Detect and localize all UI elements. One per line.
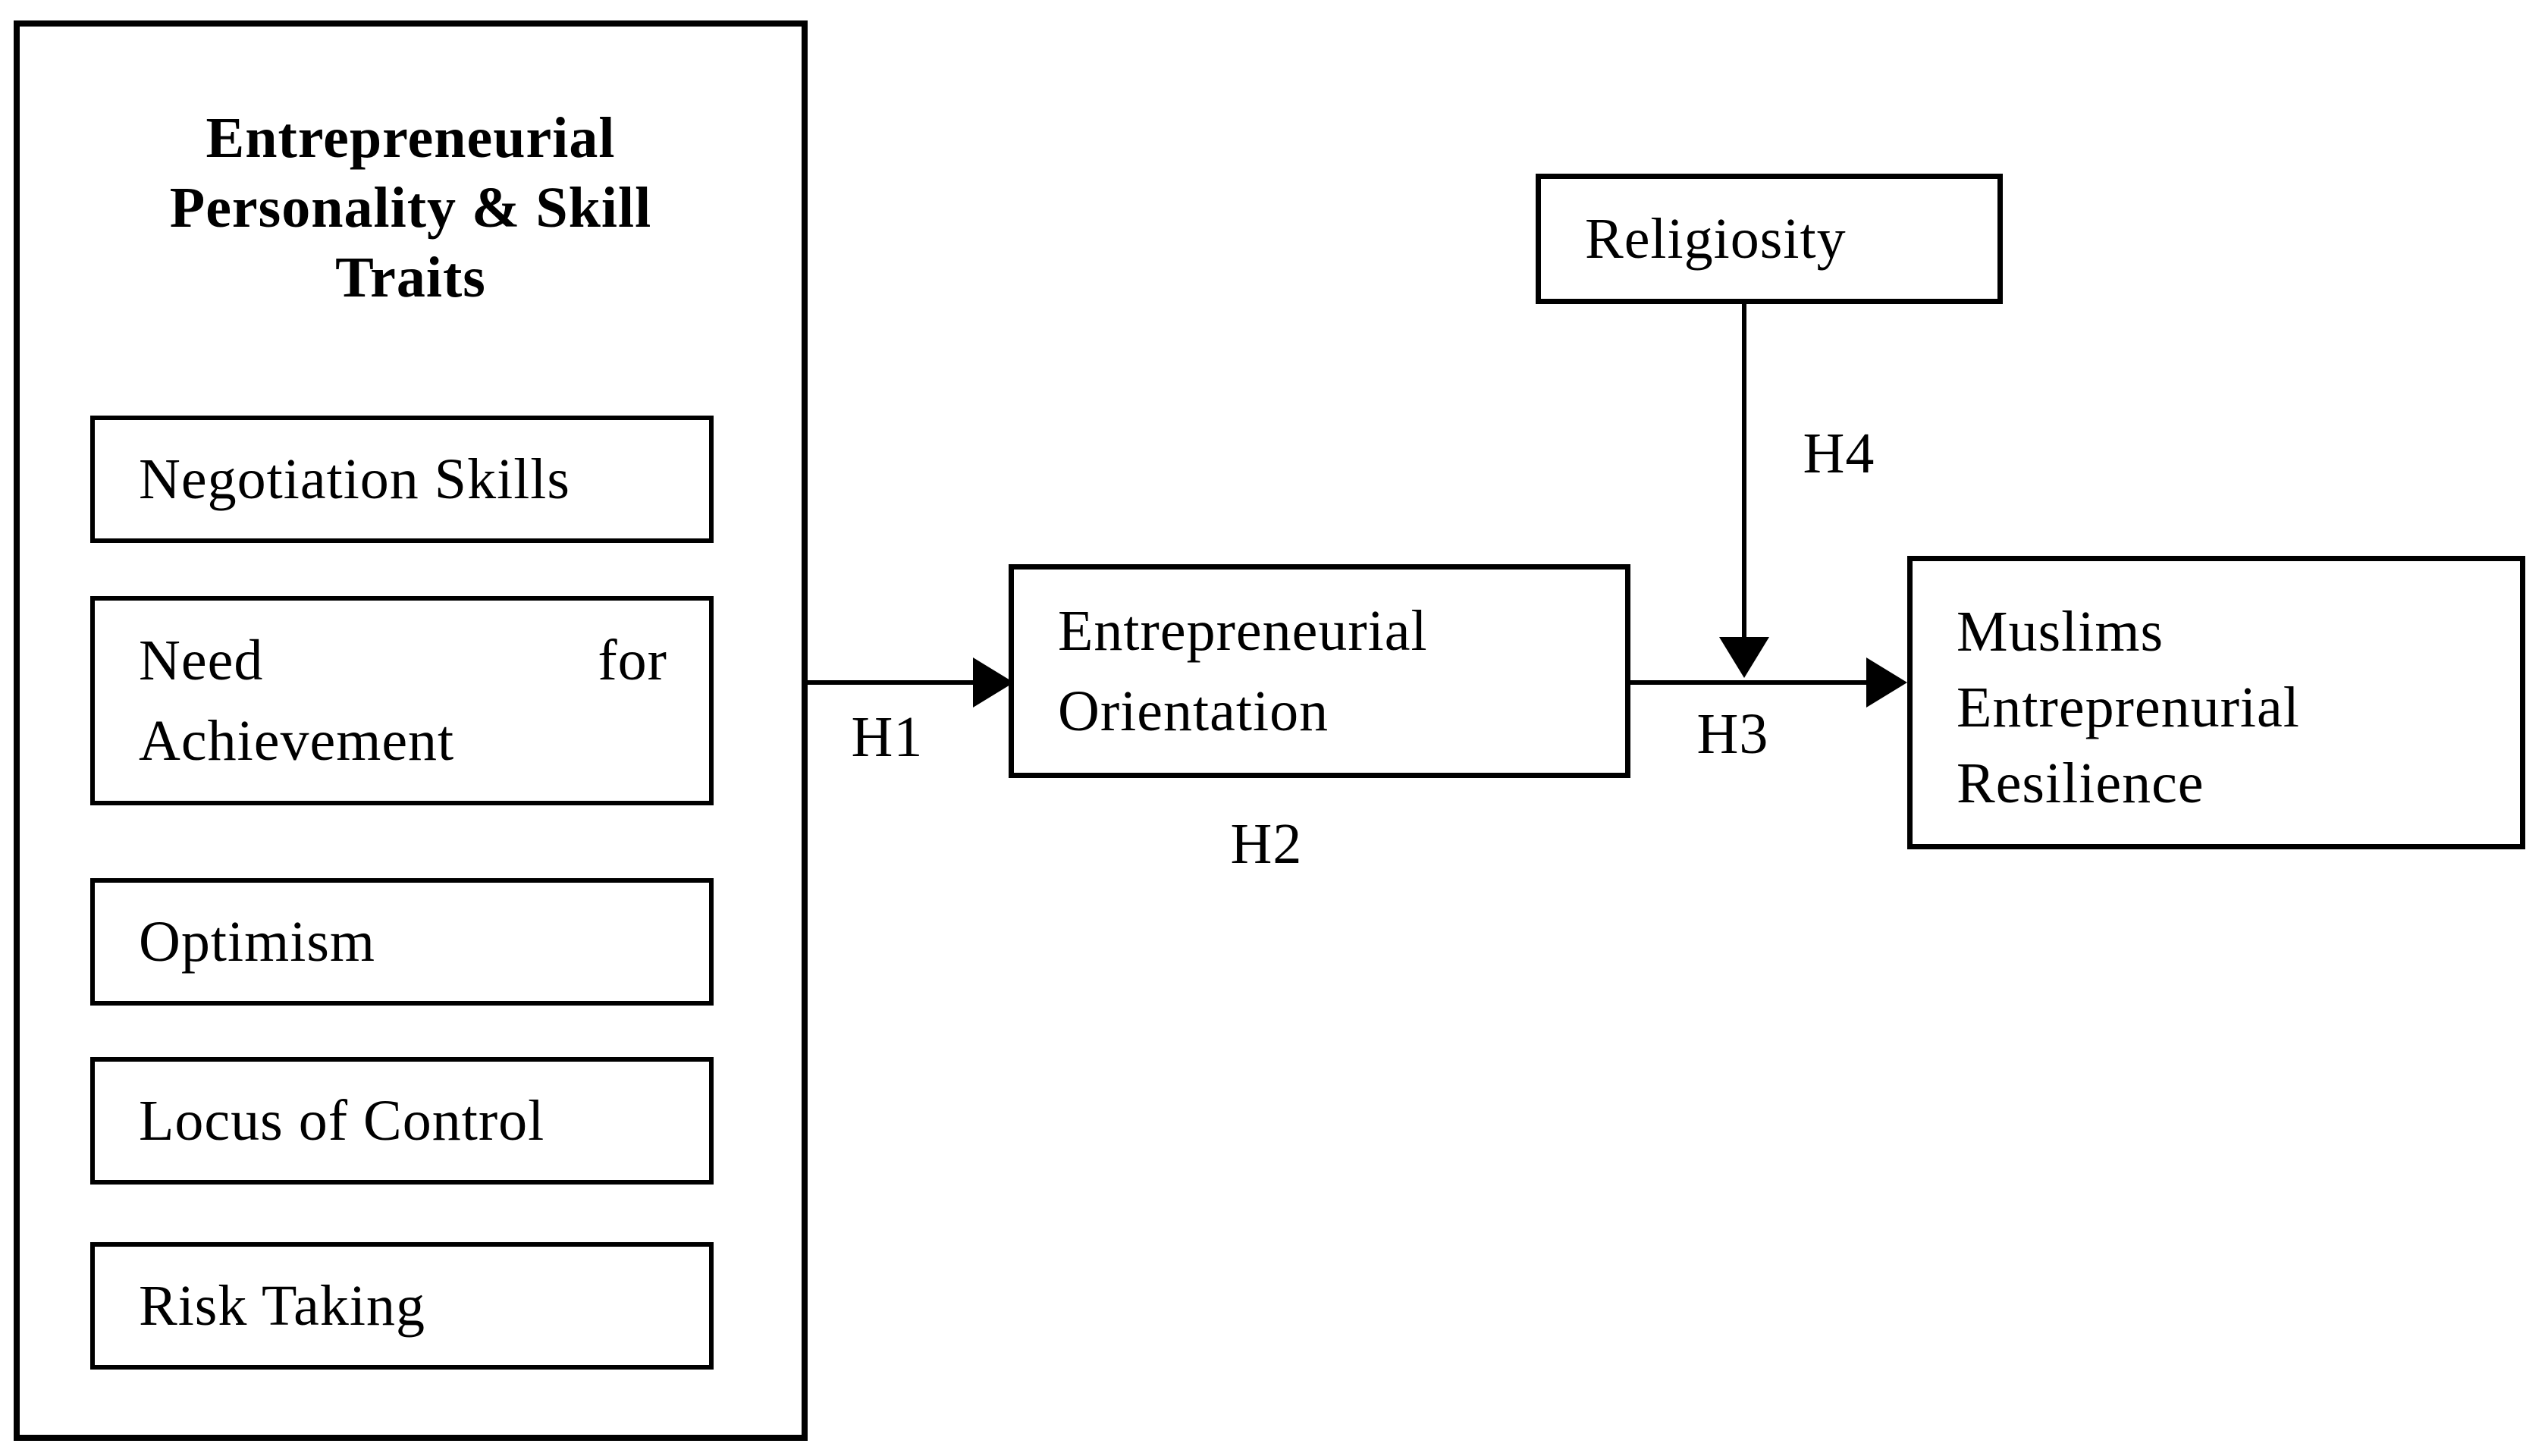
risk-taking-box: Risk Taking bbox=[90, 1242, 714, 1370]
locus-of-control-box: Locus of Control bbox=[90, 1057, 714, 1185]
locus-of-control-label: Locus of Control bbox=[139, 1089, 545, 1153]
muslims-resilience-line-3: Resilience bbox=[1957, 751, 2205, 815]
optimism-label: Optimism bbox=[139, 910, 376, 974]
need-word: Need bbox=[139, 629, 264, 692]
need-for-achievement-line-1: Need for bbox=[139, 620, 667, 701]
for-word: for bbox=[598, 629, 667, 692]
h3-arrowhead-icon bbox=[1866, 657, 1907, 708]
risk-taking-label: Risk Taking bbox=[139, 1274, 425, 1338]
h1-arrowhead-icon bbox=[973, 657, 1014, 708]
entrepreneurial-orientation-line-1: Entrepreneurial bbox=[1058, 599, 1428, 663]
h4-arrowhead-icon bbox=[1719, 637, 1769, 678]
muslims-resilience-line-2: Entreprenurial bbox=[1957, 675, 2300, 739]
traits-title-line-3: Traits bbox=[335, 246, 486, 309]
h1-arrow-line bbox=[808, 680, 976, 685]
h1-label: H1 bbox=[851, 705, 924, 769]
optimism-box: Optimism bbox=[90, 878, 714, 1006]
religiosity-box: Religiosity bbox=[1536, 174, 2003, 304]
traits-title-line-2: Personality & Skill bbox=[169, 176, 652, 240]
negotiation-skills-box: Negotiation Skills bbox=[90, 416, 714, 543]
traits-title-line-1: Entrepreneurial bbox=[206, 106, 616, 170]
need-for-achievement-line-2: Achievement bbox=[139, 709, 455, 773]
h2-label: H2 bbox=[1230, 812, 1303, 876]
need-for-achievement-box: Need for Achievement bbox=[90, 596, 714, 805]
h3-arrow-line bbox=[1630, 680, 1869, 685]
entrepreneurial-orientation-line-2: Orientation bbox=[1058, 679, 1329, 743]
negotiation-skills-label: Negotiation Skills bbox=[139, 447, 570, 511]
entrepreneurial-orientation-box: Entrepreneurial Orientation bbox=[1009, 564, 1630, 778]
traits-panel-title: Entrepreneurial Personality & Skill Trai… bbox=[20, 103, 802, 312]
muslims-resilience-line-1: Muslims bbox=[1957, 599, 2164, 664]
h3-label: H3 bbox=[1696, 702, 1769, 766]
h4-label: H4 bbox=[1803, 422, 1875, 485]
h4-arrow-line bbox=[1742, 304, 1746, 639]
religiosity-label: Religiosity bbox=[1585, 207, 1847, 271]
muslims-entreprenurial-resilience-box: Muslims Entreprenurial Resilience bbox=[1907, 556, 2525, 849]
